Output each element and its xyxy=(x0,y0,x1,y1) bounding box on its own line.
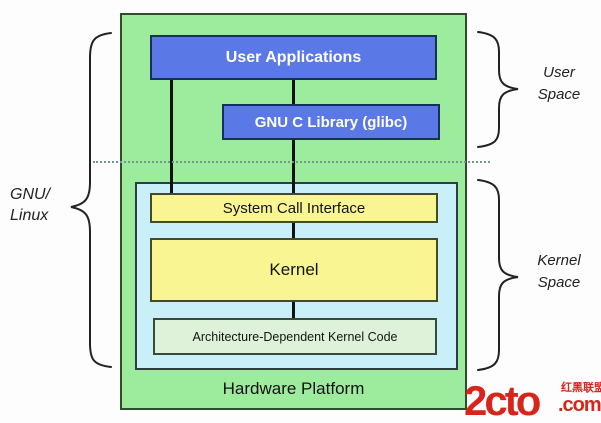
user-applications-box: User Applications xyxy=(150,35,437,80)
kernel-label: Kernel xyxy=(269,260,319,279)
kernel-space-label-line2: Space xyxy=(537,274,581,291)
watermark-logo: 2cto 红黑联盟 .com xyxy=(464,374,601,423)
hardware-platform-label: Hardware Platform xyxy=(222,379,365,398)
kernel-space-label-line1: Kernel xyxy=(537,252,581,269)
kernel-box: Kernel xyxy=(150,238,438,302)
user-space-brace xyxy=(477,31,519,148)
gnu-linux-brace xyxy=(70,32,112,368)
glibc-label: GNU C Library (glibc) xyxy=(254,113,408,131)
kernel-space-label: Kernel Space xyxy=(526,250,592,294)
arch-dependent-kernel-code-box: Architecture-Dependent Kernel Code xyxy=(153,318,437,355)
user-kernel-separator-line xyxy=(93,161,490,163)
system-call-interface-box: System Call Interface xyxy=(150,193,438,223)
gnu-linux-label-line1: GNU/ xyxy=(10,186,50,203)
connector-syscall-to-kernel xyxy=(292,221,295,240)
user-applications-label: User Applications xyxy=(225,48,362,66)
user-space-label: User Space xyxy=(528,62,590,106)
connector-userapps-to-glibc xyxy=(292,78,295,106)
user-space-label-line1: User xyxy=(543,64,575,81)
connector-userapps-to-syscall xyxy=(170,78,173,195)
connector-kernel-to-arch xyxy=(292,300,295,320)
system-call-interface-label: System Call Interface xyxy=(222,199,366,217)
watermark-brand-text: 2cto xyxy=(464,377,541,423)
user-space-label-line2: Space xyxy=(537,86,581,103)
glibc-box: GNU C Library (glibc) xyxy=(222,104,440,140)
watermark-suffix-text: .com xyxy=(558,394,601,416)
kernel-space-brace xyxy=(477,179,519,371)
watermark-tagline-text: 红黑联盟 xyxy=(561,382,601,394)
connector-glibc-to-syscall xyxy=(292,138,295,195)
gnu-linux-label-line2: Linux xyxy=(10,207,49,224)
gnu-linux-label: GNU/ Linux xyxy=(10,184,70,226)
arch-dependent-kernel-code-label: Architecture-Dependent Kernel Code xyxy=(192,329,398,344)
